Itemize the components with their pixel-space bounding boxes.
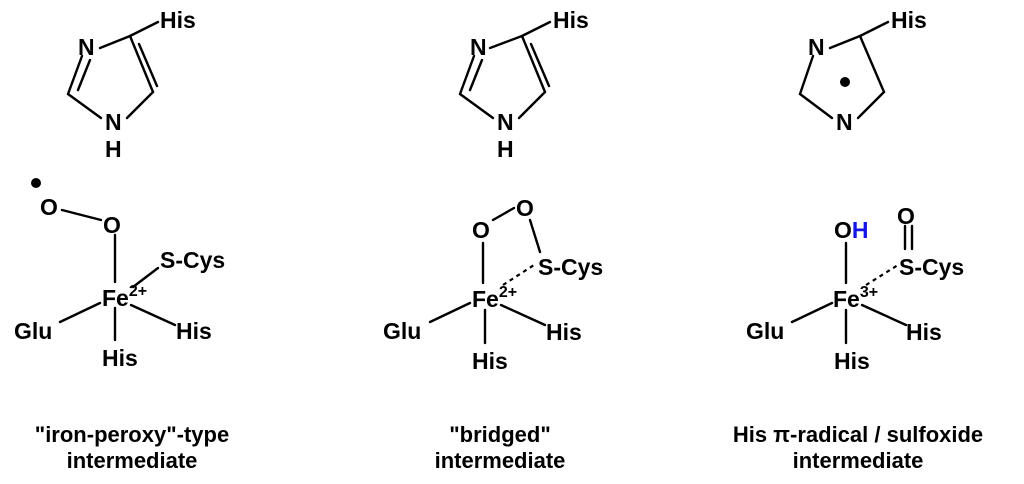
his-substituent: His bbox=[891, 7, 927, 33]
glu-ligand: Glu bbox=[14, 318, 52, 344]
oxygen-proximal: O bbox=[103, 212, 121, 238]
structure-bridged: His N N H O O S-Cys Fe2+ Glu His His "br… bbox=[383, 7, 603, 473]
hydroxyl-oxygen: OH bbox=[834, 217, 869, 243]
his-ligand-bottom: His bbox=[834, 348, 870, 374]
iron-complex-3: OH O S-Cys Fe3+ Glu His His bbox=[746, 203, 964, 374]
his-ligand-right: His bbox=[546, 319, 582, 345]
ring-nitrogen-top: N bbox=[78, 34, 95, 60]
iron-center: Fe2+ bbox=[102, 283, 147, 311]
iron-center: Fe3+ bbox=[833, 284, 878, 312]
his-ligand-right: His bbox=[176, 318, 212, 344]
his-substituent: His bbox=[160, 7, 196, 33]
glu-ligand: Glu bbox=[383, 318, 421, 344]
cys-ligand: S-Cys bbox=[538, 254, 603, 280]
imidazole-ring-1: His N N H bbox=[66, 7, 196, 162]
cys-ligand: S-Cys bbox=[899, 254, 964, 280]
oxygen-distal: O bbox=[40, 194, 58, 220]
iron-center: Fe2+ bbox=[472, 284, 517, 312]
ring-nitrogen-bottom: N bbox=[497, 109, 514, 135]
caption-line-1: "bridged" bbox=[449, 422, 551, 447]
structure-iron-peroxy: His N N H O O S-Cys Fe2+ Glu His His "ir… bbox=[14, 7, 229, 473]
ring-nitrogen-bottom: N bbox=[105, 109, 122, 135]
oxygen-left: O bbox=[472, 217, 490, 243]
his-ligand-right: His bbox=[906, 319, 942, 345]
nh-hydrogen: H bbox=[105, 136, 122, 162]
ring-nitrogen-bottom: N bbox=[836, 109, 853, 135]
imidazole-ring-3: His N N bbox=[798, 7, 927, 135]
ring-nitrogen-top: N bbox=[470, 34, 487, 60]
iron-complex-1: O O S-Cys Fe2+ Glu His His bbox=[14, 178, 225, 371]
his-substituent: His bbox=[553, 7, 589, 33]
caption-line-1: His π-radical / sulfoxide bbox=[733, 422, 983, 447]
structure-radical-sulfoxide: His N N OH O S-Cys Fe3+ Glu His His His … bbox=[733, 7, 983, 473]
ring-nitrogen-top: N bbox=[808, 34, 825, 60]
nh-hydrogen-highlighted: H bbox=[497, 136, 514, 162]
sulfoxide-oxygen: O bbox=[897, 203, 915, 229]
iron-complex-2: O O S-Cys Fe2+ Glu His His bbox=[383, 195, 603, 374]
imidazole-ring-2: His N N H bbox=[458, 7, 589, 162]
caption-line-1: "iron-peroxy"-type bbox=[35, 422, 229, 447]
caption-line-2: intermediate bbox=[435, 448, 566, 473]
caption-line-2: intermediate bbox=[67, 448, 198, 473]
radical-dot bbox=[31, 178, 41, 188]
radical-dot bbox=[840, 77, 850, 87]
his-ligand-bottom: His bbox=[102, 345, 138, 371]
cys-ligand: S-Cys bbox=[160, 247, 225, 273]
caption-line-2: intermediate bbox=[793, 448, 924, 473]
glu-ligand: Glu bbox=[746, 318, 784, 344]
oxygen-right: O bbox=[516, 195, 534, 221]
his-ligand-bottom: His bbox=[472, 348, 508, 374]
